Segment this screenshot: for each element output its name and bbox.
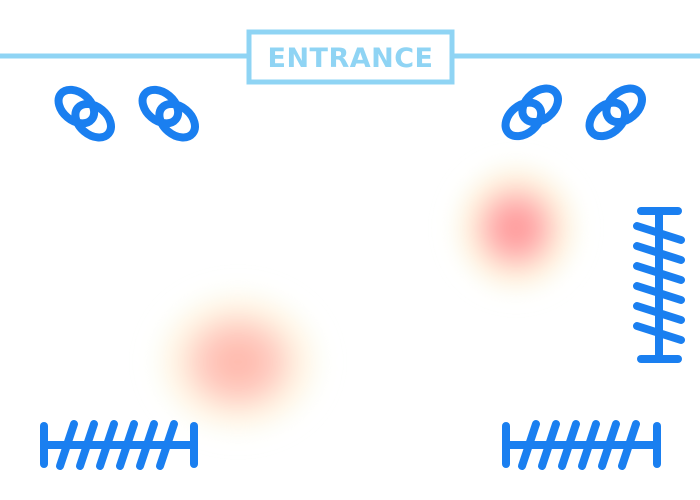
clothing-rack-icon [633, 207, 685, 363]
heatmap [146, 156, 586, 442]
hotspot-lower-left [146, 282, 330, 442]
hotspot-upper-right [446, 156, 586, 300]
seat-pair-icon [138, 85, 199, 142]
entrance-wall: ENTRANCE [0, 29, 700, 85]
clothing-rack-icon [40, 420, 198, 470]
seating [54, 84, 646, 142]
entrance-label: ENTRANCE [268, 43, 434, 74]
clothing-rack-icon [502, 420, 661, 470]
seat-pair-icon [585, 84, 646, 141]
entrance-box [246, 29, 455, 85]
racks [40, 207, 685, 470]
seat-pair-icon [54, 85, 115, 142]
seat-pair-icon [501, 84, 562, 141]
